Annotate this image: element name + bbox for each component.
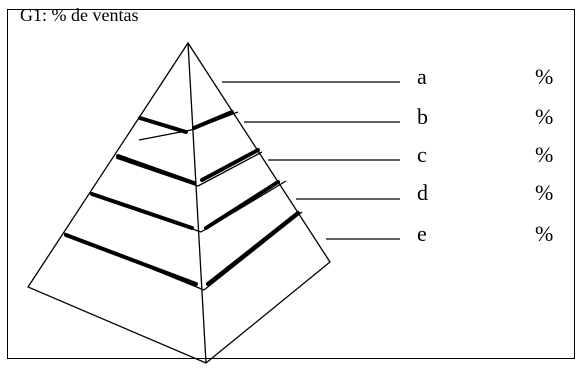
level-c-letter: c xyxy=(417,142,427,167)
tier-3-ledge-right xyxy=(204,180,280,230)
tier-1-ledge-left xyxy=(138,116,188,134)
tier-3-ledge-left xyxy=(90,192,194,230)
level-b-letter: b xyxy=(417,104,428,129)
level-e-letter: e xyxy=(417,221,427,246)
level-c-percent: % xyxy=(535,142,554,167)
pyramid-outline xyxy=(27,41,331,364)
tier-2-ledge-right xyxy=(200,148,260,182)
level-d-letter: d xyxy=(417,180,428,205)
tier-4-ledge-right xyxy=(206,211,300,286)
tier-4-ledge-left xyxy=(64,233,198,286)
pyramid-front-edge xyxy=(187,42,207,364)
tier-2-ledge-left xyxy=(116,154,196,185)
level-e-percent: % xyxy=(535,221,554,246)
figure-frame xyxy=(7,9,575,359)
level-a-letter: a xyxy=(417,64,427,89)
pyramid-tier-2-right xyxy=(197,151,263,187)
level-d-percent: % xyxy=(535,180,554,205)
figure-title: G1: % de ventas xyxy=(20,5,139,25)
tier-1-ledge-right xyxy=(192,110,234,130)
level-b-percent: % xyxy=(535,104,554,129)
level-a-percent: % xyxy=(535,64,554,89)
